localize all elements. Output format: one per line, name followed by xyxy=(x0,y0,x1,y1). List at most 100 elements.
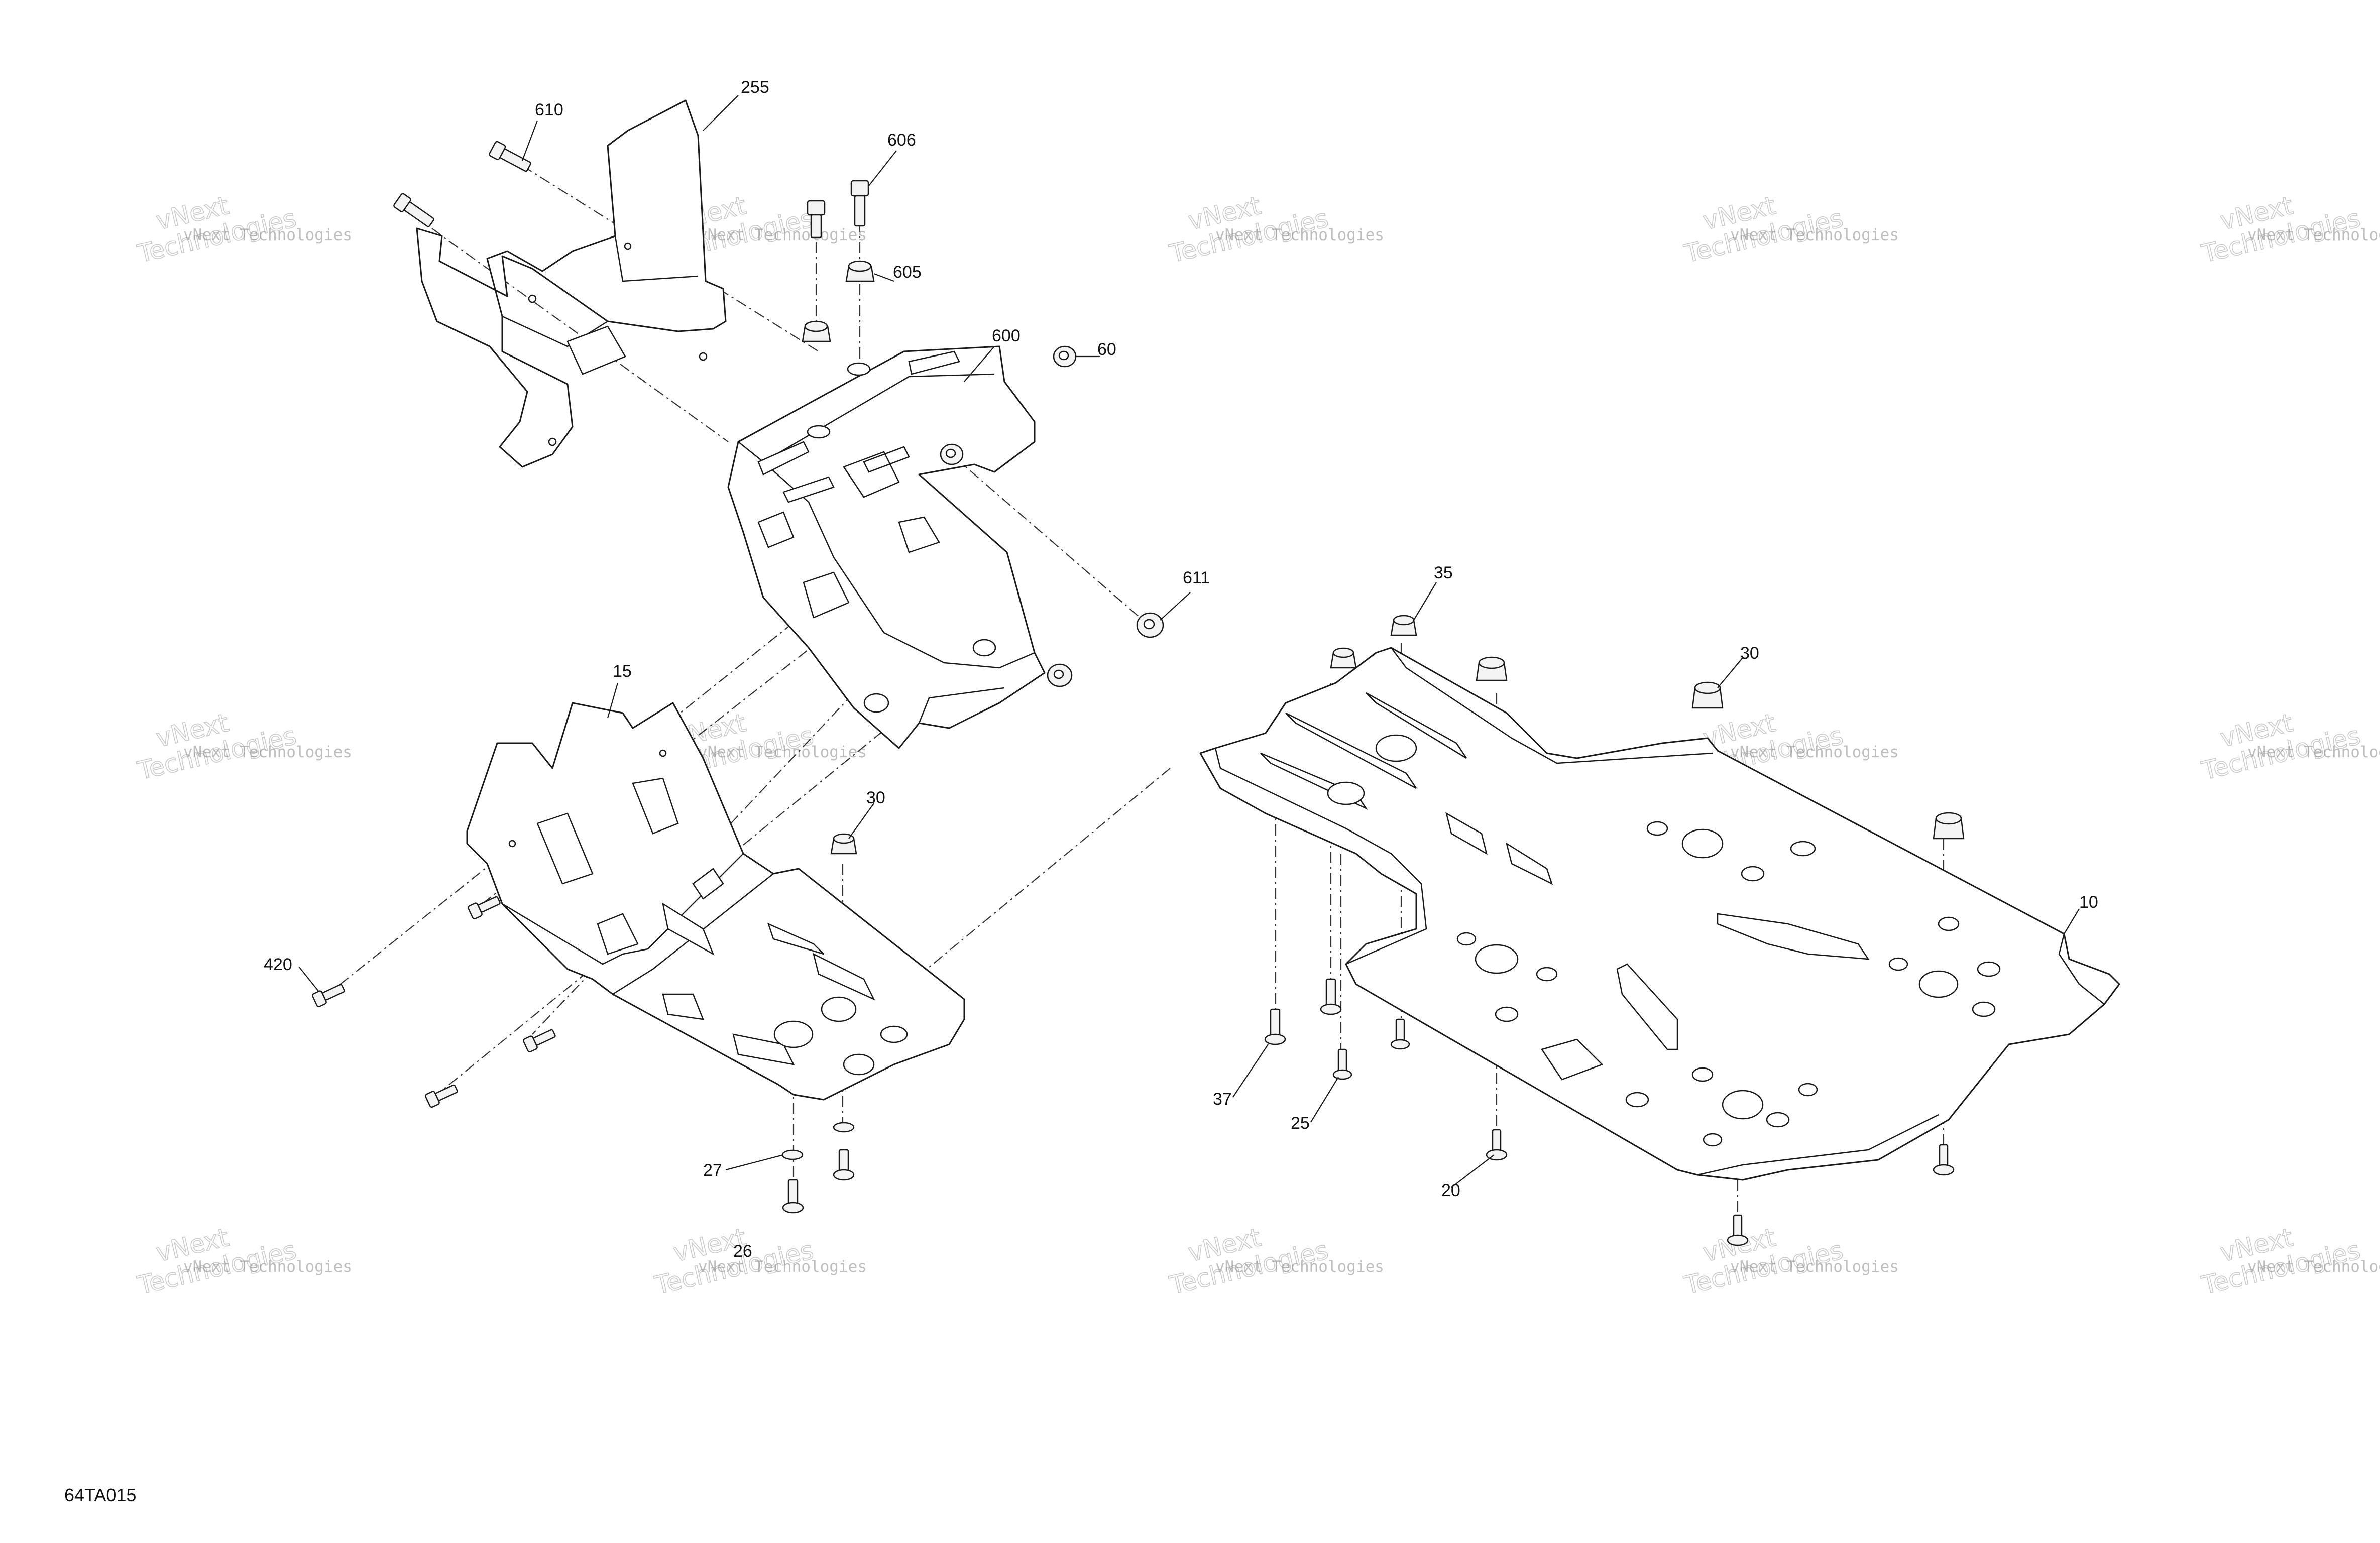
bolt-20 xyxy=(1486,1129,1508,1161)
main-skid-rear-edge xyxy=(1697,1114,1939,1176)
front-skid-hole xyxy=(659,749,667,757)
main-skid-hole xyxy=(1703,1133,1723,1147)
main-skid-hole xyxy=(1977,961,2001,977)
svg-text:vNext Technologies: vNext Technologies xyxy=(1730,743,1899,761)
watermark: vNext Technologies xyxy=(1166,1222,1331,1300)
callouts: 610 255 606 605 600 60 611 35 30 30 15 1… xyxy=(264,78,2098,1261)
main-skid-hole xyxy=(1798,1083,1818,1097)
bolt-420-d xyxy=(425,1084,458,1108)
upper-guard-hole xyxy=(528,294,537,303)
nut-611-lower xyxy=(1047,663,1073,687)
svg-text:vNext Technologies: vNext Technologies xyxy=(1730,1258,1899,1276)
watermark: vNext Technologies xyxy=(1681,190,1846,269)
callout-600: 600 xyxy=(992,326,1021,345)
bracket-slot xyxy=(863,446,910,473)
callout-37: 37 xyxy=(1213,1090,1232,1109)
bolt-420-c xyxy=(523,1029,556,1053)
main-skid-slot xyxy=(1445,812,1488,855)
upper-guard-hole xyxy=(699,352,708,361)
front-skid-cutout xyxy=(597,913,639,955)
main-skid-mount xyxy=(1918,970,1959,998)
main-skid-hole xyxy=(1456,932,1477,946)
svg-text:vNext Technologies: vNext Technologies xyxy=(183,226,352,244)
svg-text:vNext Technologies: vNext Technologies xyxy=(2247,226,2380,244)
bolt-26-right xyxy=(833,1149,855,1181)
svg-text:vNext Technologies: vNext Technologies xyxy=(1730,226,1899,244)
watermark: vNext Technologies xyxy=(1681,1222,1846,1300)
upper-guard-crease xyxy=(502,315,608,347)
front-skid-rib xyxy=(662,993,704,1020)
front-skid-mount xyxy=(843,1053,875,1076)
watermark: vNext Technologies xyxy=(2198,190,2363,269)
bracket-mount-hole xyxy=(807,425,831,439)
callout-26: 26 xyxy=(733,1242,752,1261)
svg-text:vNext Technologies: vNext Technologies xyxy=(698,1258,867,1276)
front-skid-mount xyxy=(880,1025,908,1043)
front-skid-cutout xyxy=(632,777,679,835)
watermark: vNext Technologies xyxy=(651,1222,817,1300)
svg-text:vNext Technologies: vNext Technologies xyxy=(2247,1258,2380,1276)
assembly-line-top-bolt xyxy=(431,228,729,442)
front-skid-rib xyxy=(662,902,715,956)
svg-text:vNext Technologies: vNext Technologies xyxy=(1215,1258,1384,1276)
nut-10-mid xyxy=(1476,656,1508,681)
upper-guard-body xyxy=(416,99,727,468)
nut-605 xyxy=(845,260,875,282)
main-skid-hole xyxy=(1741,866,1765,882)
callout-30-left: 30 xyxy=(866,788,885,807)
bracket-slot xyxy=(908,350,960,375)
washer-27 xyxy=(781,1149,804,1160)
leader-lines xyxy=(298,95,2080,1188)
bolt-420-b xyxy=(468,896,501,920)
callout-610: 610 xyxy=(535,100,563,120)
main-skid-slot xyxy=(1366,692,1467,759)
callout-10: 10 xyxy=(2079,893,2098,912)
part-600-bracket xyxy=(727,345,1046,749)
bolt-610 xyxy=(489,141,531,172)
svg-text:vNext Technologies: vNext Technologies xyxy=(698,743,867,761)
front-skid-cutout xyxy=(692,868,724,900)
washer-27-right xyxy=(833,1122,855,1133)
main-skid-hole xyxy=(1938,916,1960,931)
main-skid-top-edge xyxy=(1391,647,1713,764)
svg-text:vNext Technologies: vNext Technologies xyxy=(2247,743,2380,761)
watermark: vNext Technologies xyxy=(2198,1222,2363,1300)
nut-60 xyxy=(1053,345,1077,368)
bolt-upper-left xyxy=(393,193,434,227)
main-skid-slot xyxy=(1506,842,1553,885)
callout-60: 60 xyxy=(1097,340,1116,359)
nut-605-left xyxy=(802,320,831,342)
main-skid-rect-cutout xyxy=(1541,1038,1604,1081)
callout-605: 605 xyxy=(893,263,922,282)
front-skid-mount xyxy=(773,1020,814,1048)
main-skid-hole xyxy=(1691,1067,1714,1082)
upper-guard-cutout xyxy=(566,325,626,375)
front-skid-rib xyxy=(813,953,875,1001)
callout-420: 420 xyxy=(264,955,292,974)
main-skid-mount xyxy=(1681,828,1724,859)
bolt-37-b xyxy=(1320,978,1342,1015)
watermark: vNext Technologies xyxy=(134,190,299,269)
main-skid-triangle-cutout xyxy=(1616,963,1678,1050)
main-skid-mount xyxy=(1375,734,1417,762)
main-skid-slot xyxy=(1285,712,1417,789)
upper-guard-hole xyxy=(548,437,557,446)
callout-20: 20 xyxy=(1441,1181,1460,1200)
nut-30-right xyxy=(1691,681,1724,709)
bracket-round-hole xyxy=(972,639,996,657)
callout-255: 255 xyxy=(741,78,769,97)
fasteners xyxy=(312,141,1965,1246)
bracket-bottom-lip xyxy=(918,687,1005,724)
bolt-rear-front xyxy=(1727,1214,1749,1246)
bracket-mount-hole xyxy=(847,362,871,376)
bracket-slot xyxy=(757,441,810,476)
nut-10-right xyxy=(1933,812,1965,840)
front-skid-rib xyxy=(732,1033,795,1065)
callout-611: 611 xyxy=(1183,568,1210,587)
upper-guard-fold xyxy=(614,235,699,282)
front-skid-mount xyxy=(821,996,857,1022)
front-skid-hole xyxy=(508,840,516,848)
bracket-boss xyxy=(843,451,900,498)
bolt-25-b xyxy=(1390,1018,1410,1050)
